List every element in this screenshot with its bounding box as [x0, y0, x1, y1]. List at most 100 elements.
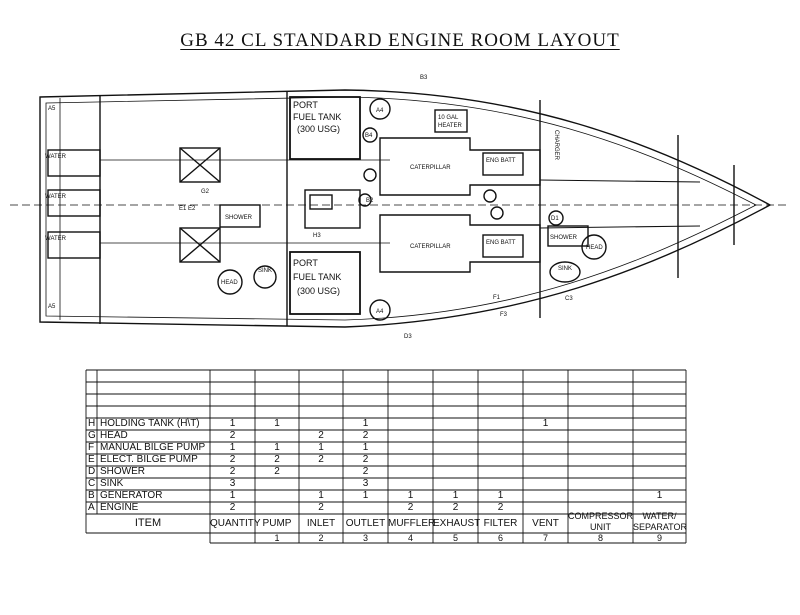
- table-cell: 2: [229, 430, 236, 441]
- table-cell: 1: [318, 490, 324, 501]
- d1-label: D1: [551, 216, 559, 222]
- row-code: D: [88, 466, 96, 477]
- b3-label: B3: [420, 75, 428, 81]
- column-header: OUTLET: [345, 518, 386, 529]
- a5-bottom-label: A5: [48, 304, 56, 310]
- table-cell: 1: [407, 490, 414, 501]
- table-cell: 2: [407, 502, 414, 513]
- sink-left-label: SINK: [258, 268, 272, 274]
- table-cell: 2: [274, 466, 280, 477]
- table-cell: 2: [229, 466, 236, 477]
- column-header: QUANTITY: [210, 518, 261, 529]
- table-cell: 2: [318, 454, 324, 465]
- column-number: 6: [497, 533, 503, 543]
- column-number: 4: [407, 533, 413, 543]
- table-cell: 1: [229, 442, 236, 453]
- row-code: G: [88, 430, 96, 441]
- head-right-label: HEAD: [586, 245, 603, 251]
- water-tank-1-label: WATER: [45, 154, 67, 160]
- column-number: 1: [274, 533, 280, 543]
- table-cell: 1: [274, 418, 280, 429]
- table-cell: 2: [362, 466, 369, 477]
- row-code: C: [88, 478, 96, 489]
- table-cell: 3: [229, 478, 236, 489]
- sink-right-label: SINK: [558, 266, 572, 272]
- row-item-label: GENERATOR: [100, 490, 163, 501]
- b2-label: B2: [366, 198, 374, 204]
- column-header: MUFFLER: [388, 518, 436, 529]
- table-cell: 2: [274, 454, 280, 465]
- caterpillar-bottom-label: CATERPILLAR: [410, 244, 451, 250]
- d3-label: D3: [404, 334, 412, 340]
- b4-label: B4: [365, 133, 373, 139]
- heater-label-1: 10 GAL: [438, 115, 459, 121]
- e1e2-label: E1 E2: [179, 206, 196, 212]
- drawing-title: GB 42 CL STANDARD ENGINE ROOM LAYOUT: [180, 30, 620, 51]
- table-cell: 1: [656, 490, 663, 501]
- head-left-label: HEAD: [221, 280, 238, 286]
- column-number: 9: [656, 533, 662, 543]
- table-cell: 1: [497, 490, 504, 501]
- table-cell: 2: [318, 430, 324, 441]
- column-header: COMPRESSOR UNIT: [568, 511, 634, 532]
- column-header: FILTER: [483, 518, 518, 529]
- c3-label: C3: [565, 296, 573, 302]
- table-cell: 1: [229, 418, 236, 429]
- row-code: B: [88, 490, 95, 501]
- g2-label: G2: [201, 189, 210, 195]
- row-item-label: HEAD: [100, 430, 128, 441]
- row-code: F: [88, 442, 95, 453]
- column-number: 5: [452, 533, 458, 543]
- table-cell: 1: [362, 490, 369, 501]
- engine-top: [379, 137, 541, 196]
- engine-bottom: [379, 214, 541, 273]
- table-cell: 1: [318, 442, 324, 453]
- table-cell: 2: [452, 502, 459, 513]
- column-header: PUMP: [262, 518, 292, 529]
- row-item-label: ENGINE: [100, 502, 139, 513]
- f1-label: F1: [493, 295, 501, 301]
- fuel-tank-top-label-3: (300 USG): [297, 124, 340, 134]
- water-tank-2-label: WATER: [45, 194, 67, 200]
- water-tank-3-label: WATER: [45, 236, 67, 242]
- a4-bottom-label: A4: [376, 309, 384, 315]
- table-cell: 2: [318, 502, 324, 513]
- fuel-tank-bottom-label-1: PORT: [293, 258, 318, 268]
- engine-room-plan: PORT FUEL TANK (300 USG) PORT FUEL TANK …: [10, 75, 790, 340]
- column-header: INLET: [306, 518, 336, 529]
- table-cell: 2: [229, 454, 236, 465]
- h3-label: H3: [313, 233, 321, 239]
- row-code: H: [88, 418, 96, 429]
- row-code: E: [88, 454, 95, 465]
- charger-label: CHARGER: [553, 130, 559, 161]
- table-cell: 2: [497, 502, 504, 513]
- fuel-tank-bottom-label-3: (300 USG): [297, 286, 340, 296]
- f3-label: F3: [500, 312, 508, 318]
- shower-right-label: SHOWER: [550, 235, 578, 241]
- row-item-label: SINK: [100, 478, 124, 489]
- a5-top-label: A5: [48, 106, 56, 112]
- row-item-label: HOLDING TANK (H\T): [100, 418, 200, 429]
- table-cell: 1: [274, 442, 280, 453]
- table-cell: 1: [452, 490, 459, 501]
- column-number: 8: [597, 533, 603, 543]
- table-cell: 3: [362, 478, 369, 489]
- table-cell: 2: [362, 430, 369, 441]
- eng-batt-top-label: ENG BATT: [486, 158, 516, 164]
- row-code: A: [88, 502, 95, 513]
- table-cell: 1: [229, 490, 236, 501]
- table-cell: 1: [362, 442, 369, 453]
- column-header: VENT: [532, 518, 559, 529]
- table-cell: 1: [362, 418, 369, 429]
- fuel-tank-bottom-label-2: FUEL TANK: [293, 272, 341, 282]
- column-number: 2: [318, 533, 324, 543]
- column-header: EXHAUST: [433, 518, 481, 529]
- caterpillar-top-label: CATERPILLAR: [410, 165, 451, 171]
- column-header: WATER/ SEPARATOR: [633, 511, 688, 532]
- heater-label-2: HEATER: [438, 123, 463, 129]
- shower-left-label: SHOWER: [225, 215, 253, 221]
- table-cell: 2: [362, 454, 369, 465]
- item-header: ITEM: [134, 517, 162, 529]
- column-number: 7: [542, 533, 548, 543]
